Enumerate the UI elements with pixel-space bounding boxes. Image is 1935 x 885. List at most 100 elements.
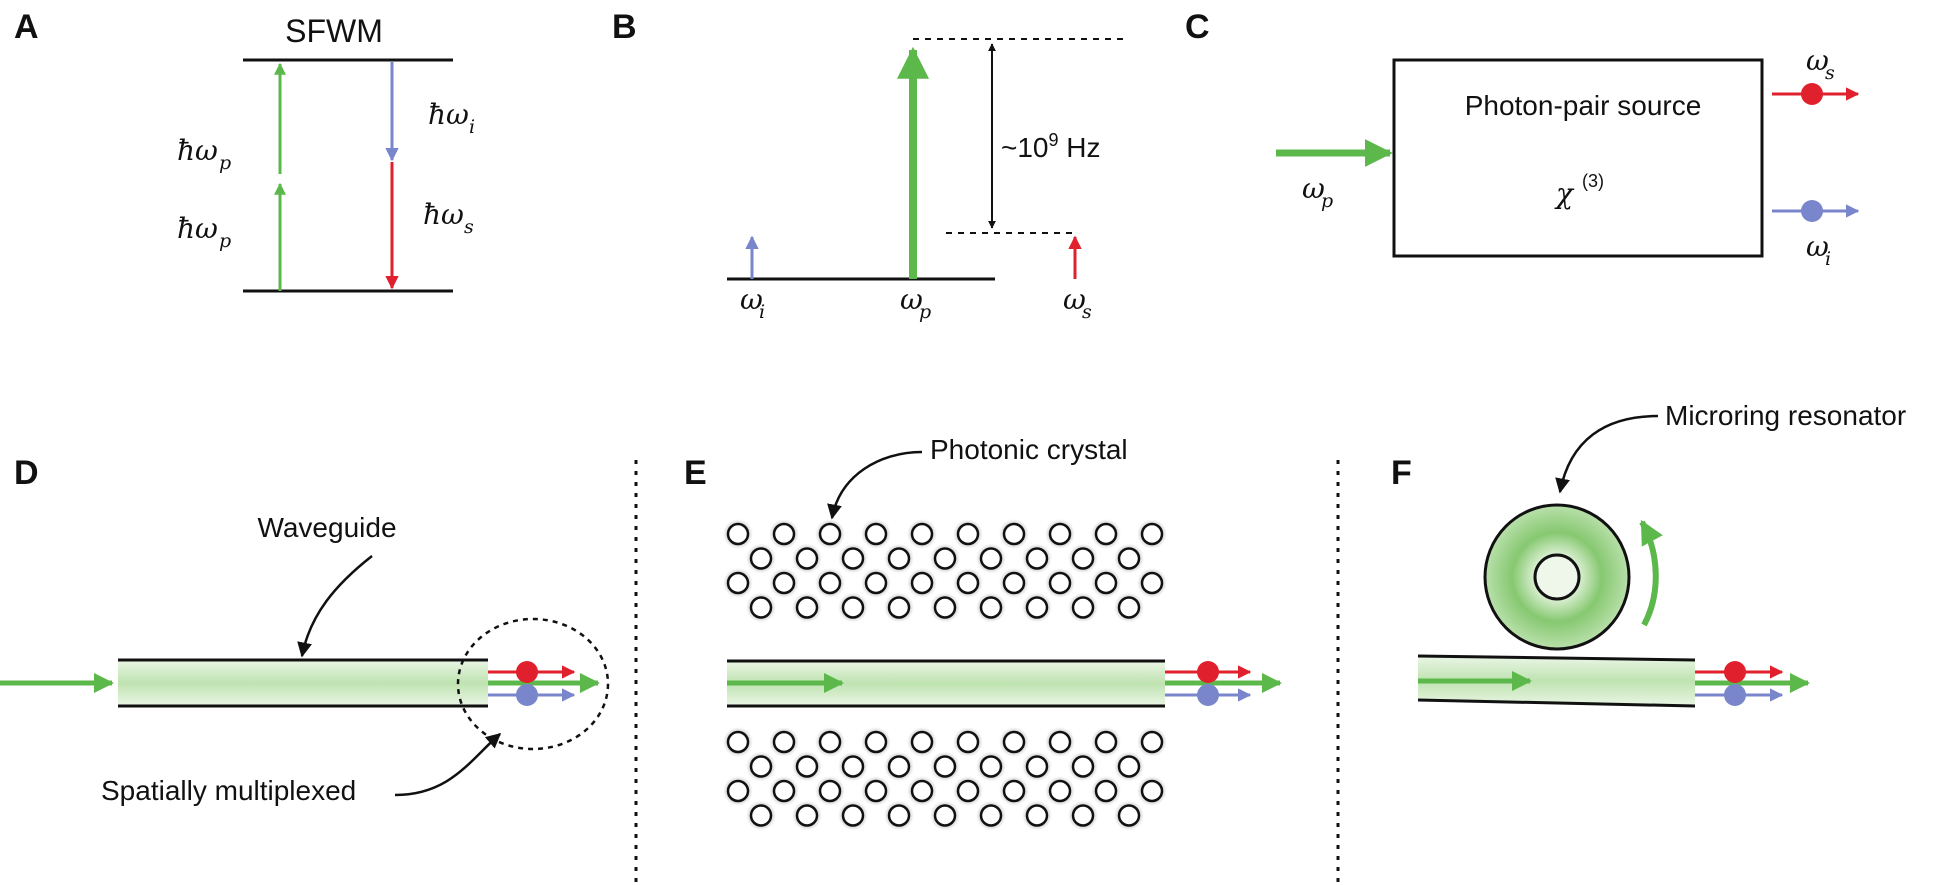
crystal-hole (841, 596, 865, 619)
bus-waveguide-core (1418, 656, 1695, 706)
omega-p-axis-label: ω p (900, 283, 931, 323)
crystal-hole (864, 522, 888, 546)
crystal-hole (956, 571, 980, 595)
crystal-hole (1025, 596, 1049, 619)
idler-photon-dot (1801, 200, 1823, 222)
crystal-hole (1117, 547, 1141, 570)
idler-photon-dot-e (1197, 684, 1219, 706)
spatially-multiplexed-label: Spatially multiplexed (101, 775, 356, 806)
panel-e: E Photonic crystal (684, 434, 1282, 831)
crystal-hole (1094, 571, 1118, 595)
svg-text:i: i (469, 116, 475, 138)
omega-s-output-label: ω s (1806, 44, 1835, 84)
crystal-hole (979, 547, 1003, 570)
crystal-hole (1002, 522, 1026, 546)
svg-text:ħω: ħω (177, 212, 218, 245)
crystal-hole (1140, 571, 1164, 595)
bus-waveguide-bottom-edge (1417, 698, 1696, 708)
crystal-hole (910, 779, 934, 803)
crystal-hole (726, 522, 750, 546)
panel-label-d: D (14, 454, 39, 492)
crystal-hole (933, 755, 957, 778)
crystal-hole (887, 755, 911, 778)
crystal-hole (795, 804, 819, 827)
crystal-hole (841, 755, 865, 778)
crystal-hole (887, 547, 911, 570)
crystal-hole (818, 522, 842, 546)
hbar-omega-p-label-2: ħω p (177, 212, 231, 252)
svg-text:ħω: ħω (423, 198, 464, 231)
svg-text:ω: ω (1806, 44, 1829, 77)
crystal-hole (1071, 804, 1095, 827)
circulation-arrow (1639, 519, 1663, 627)
hbar-omega-s-label: ħω s (423, 198, 474, 238)
crystal-hole (1048, 779, 1072, 803)
crystal-hole (726, 571, 750, 595)
crystal-hole (841, 804, 865, 827)
crystal-hole (818, 571, 842, 595)
crystal-hole (956, 522, 980, 546)
crystal-hole (979, 804, 1003, 827)
panel-label-f: F (1391, 454, 1412, 492)
crystal-hole (1048, 522, 1072, 546)
crystal-hole (1025, 755, 1049, 778)
crystal-hole (933, 804, 957, 827)
multiplex-region-outline (456, 617, 610, 751)
microring-resonator-label: Microring resonator (1665, 400, 1906, 431)
crystal-hole (1094, 779, 1118, 803)
omega-s-axis-label: ω s (1063, 283, 1092, 323)
svg-text:p: p (219, 230, 231, 252)
crystal-hole (979, 755, 1003, 778)
svg-text:χ: χ (1554, 177, 1575, 210)
photon-pair-source-title: Photon-pair source (1465, 90, 1702, 121)
crystal-hole (1025, 547, 1049, 570)
svg-text:ω: ω (1806, 230, 1829, 263)
microring-center (1533, 553, 1581, 601)
signal-photon-dot-d (516, 661, 538, 683)
svg-text:ω: ω (740, 283, 763, 316)
crystal-hole (1140, 779, 1164, 803)
crystal-hole (726, 779, 750, 803)
panel-label-a: A (14, 8, 39, 46)
hole-lattice-top (723, 519, 1167, 623)
svg-text:s: s (464, 216, 474, 238)
panel-f: F Microring resonator (1391, 400, 1906, 708)
svg-text:p: p (919, 301, 931, 323)
svg-text:ħω: ħω (428, 98, 469, 131)
bus-waveguide-top-edge (1417, 654, 1696, 662)
crystal-hole (772, 522, 796, 546)
crystal-hole (772, 730, 796, 754)
crystal-hole (818, 730, 842, 754)
crystal-hole (979, 596, 1003, 619)
svg-text:i: i (759, 301, 765, 323)
waveguide-pointer-arrow (297, 555, 373, 658)
frequency-gap-label: ~109 Hz (1001, 130, 1101, 163)
panel-d: D Waveguide Spatially multiplexed (0, 454, 610, 806)
crystal-hole (864, 730, 888, 754)
crystal-hole (1071, 755, 1095, 778)
panel-label-b: B (612, 8, 637, 46)
svg-text:ω: ω (900, 283, 923, 316)
panel-label-c: C (1185, 8, 1210, 46)
idler-photon-dot-d (516, 684, 538, 706)
crystal-hole (772, 779, 796, 803)
photonic-crystal-pointer-arrow (827, 450, 923, 520)
idler-photon-dot-f (1724, 684, 1746, 706)
crystal-hole (1025, 804, 1049, 827)
crystal-hole (772, 571, 796, 595)
signal-photon-dot (1801, 83, 1823, 105)
crystal-hole (795, 596, 819, 619)
panel-c: C Photon-pair source χ (3) ω p ω s ω i (1185, 8, 1860, 270)
crystal-hole (887, 596, 911, 619)
crystal-hole (910, 571, 934, 595)
multiplexed-pointer-arrow (394, 733, 502, 797)
crystal-hole (956, 730, 980, 754)
crystal-hole (726, 730, 750, 754)
crystal-hole (1117, 596, 1141, 619)
panel-a: A SFWM ħω p ħω p ħω i ħω s (14, 8, 475, 293)
crystal-hole (1117, 804, 1141, 827)
crystal-hole (1094, 522, 1118, 546)
crystal-hole (749, 596, 773, 619)
crystal-hole (956, 779, 980, 803)
